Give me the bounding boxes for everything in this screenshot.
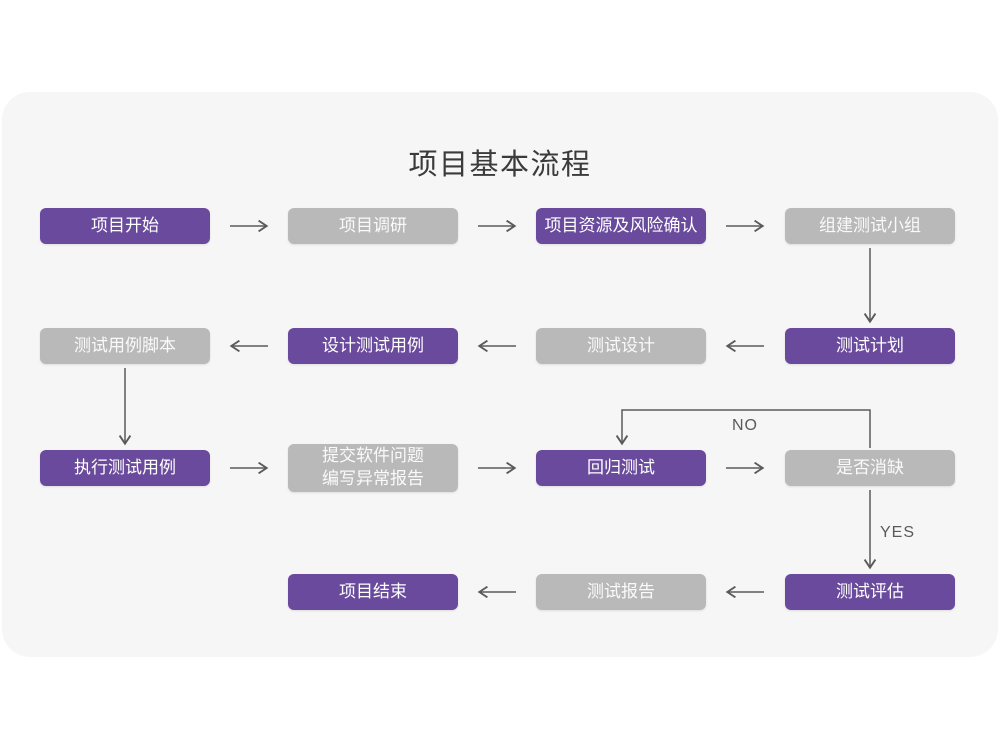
node-label: 设计测试用例 — [322, 335, 424, 355]
flowchart-card — [2, 92, 998, 657]
node-label: 测试报告 — [587, 581, 655, 601]
node-label: 项目调研 — [339, 215, 407, 235]
node-label: 回归测试 — [587, 457, 655, 477]
edge-label-yes: YES — [880, 524, 916, 541]
flow-node-project-research[interactable]: 项目调研 — [288, 208, 458, 244]
node-label: 项目资源及风险确认 — [544, 215, 698, 235]
node-label: 测试评估 — [836, 581, 904, 601]
page-title: 项目基本流程 — [408, 149, 592, 181]
flow-node-execute-test-cases[interactable]: 执行测试用例 — [40, 450, 210, 486]
flow-node-project-end[interactable]: 项目结束 — [288, 574, 458, 610]
flow-node-design-test-cases[interactable]: 设计测试用例 — [288, 328, 458, 364]
flow-node-regression-test[interactable]: 回归测试 — [536, 450, 706, 486]
flow-node-test-report[interactable]: 测试报告 — [536, 574, 706, 610]
node-label: 项目开始 — [91, 215, 159, 235]
node-label: 测试用例脚本 — [74, 335, 176, 355]
node-label: 测试设计 — [587, 335, 655, 355]
flow-node-defect-cleared[interactable]: 是否消缺 — [785, 450, 955, 486]
flow-node-test-design[interactable]: 测试设计 — [536, 328, 706, 364]
node-label: 组建测试小组 — [819, 215, 921, 235]
edge-label-no: NO — [732, 417, 758, 434]
node-label: 是否消缺 — [836, 457, 904, 477]
node-label: 测试计划 — [836, 335, 904, 355]
flow-node-test-case-scripts[interactable]: 测试用例脚本 — [40, 328, 210, 364]
node-label: 提交软件问题 编写异常报告 — [322, 446, 424, 488]
node-label: 项目结束 — [339, 581, 407, 601]
flow-node-test-evaluation[interactable]: 测试评估 — [785, 574, 955, 610]
flow-node-test-plan[interactable]: 测试计划 — [785, 328, 955, 364]
flow-node-build-test-team[interactable]: 组建测试小组 — [785, 208, 955, 244]
node-label: 执行测试用例 — [74, 457, 176, 477]
flow-node-project-start[interactable]: 项目开始 — [40, 208, 210, 244]
flow-node-submit-issues[interactable]: 提交软件问题 编写异常报告 — [288, 444, 458, 492]
flow-node-resources-risk[interactable]: 项目资源及风险确认 — [536, 208, 706, 244]
